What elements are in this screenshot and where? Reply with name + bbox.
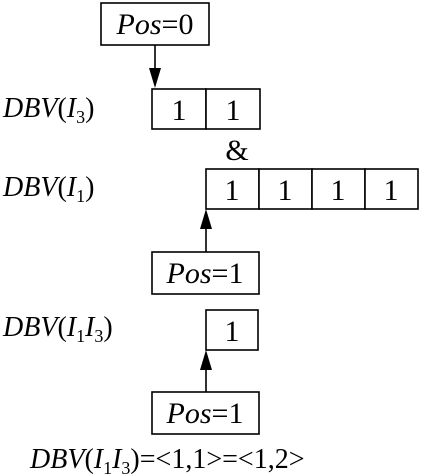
- label-dbv-i1: DBV(I1): [2, 172, 94, 206]
- mid-pos-pointer: Pos=1: [151, 251, 260, 295]
- top-pos-label: Pos=0: [116, 8, 194, 41]
- label-dbv-i3: DBV(I3): [2, 93, 94, 127]
- dbv-i1i3-cell-0: [205, 309, 259, 351]
- dbv-i1-cell-3: [364, 168, 419, 210]
- mid-pos-box: [151, 251, 260, 295]
- mid-pos-label: Pos=1: [166, 257, 244, 290]
- and-operator: &: [225, 134, 248, 167]
- label-dbv-i1i3: DBV(I1I3): [2, 312, 113, 346]
- dbv-i3-cell-0: [151, 88, 207, 130]
- dbv-i1-cell-0-value: 1: [225, 174, 240, 207]
- top-pos-arrow: [149, 45, 161, 88]
- top-pos-var: Pos: [116, 8, 162, 41]
- dbv-i1-cells: 1 1 1 1: [205, 168, 419, 210]
- result-formula: DBV(I1I3)=<1,1>=<1,2>: [29, 444, 305, 475]
- bottom-pos-value: 1: [228, 397, 243, 430]
- mid-pos-arrow: [200, 209, 212, 252]
- dbv-i1-cell-2-value: 1: [331, 174, 346, 207]
- bottom-pos-pointer: Pos=1: [151, 391, 260, 435]
- top-pos-box: [100, 2, 210, 46]
- dbv-i1i3-cell-0-value: 1: [225, 315, 240, 348]
- bottom-pos-var: Pos: [166, 397, 212, 430]
- dbv-i1i3-cells: 1: [205, 309, 259, 351]
- mid-pos-var: Pos: [166, 257, 212, 290]
- bottom-pos-label: Pos=1: [166, 397, 244, 430]
- dbv-i3-cell-0-value: 1: [172, 94, 187, 127]
- bottom-pos-box: [151, 391, 260, 435]
- dbv-i3-cells: 1 1: [151, 88, 261, 130]
- mid-pos-value: 1: [228, 257, 243, 290]
- dbv-i1-cell-3-value: 1: [384, 174, 399, 207]
- mid-pos-equals: =: [212, 257, 229, 290]
- dbv-i3-cell-1-value: 1: [226, 94, 241, 127]
- dbv-i3-cell-1: [205, 88, 261, 130]
- top-pos-value: 0: [178, 8, 193, 41]
- dbv-i1-cell-1-value: 1: [278, 174, 293, 207]
- bottom-pos-arrow: [200, 350, 212, 392]
- bottom-pos-equals: =: [212, 397, 229, 430]
- top-pos-pointer: Pos=0: [100, 2, 210, 46]
- top-pos-equals: =: [162, 8, 179, 41]
